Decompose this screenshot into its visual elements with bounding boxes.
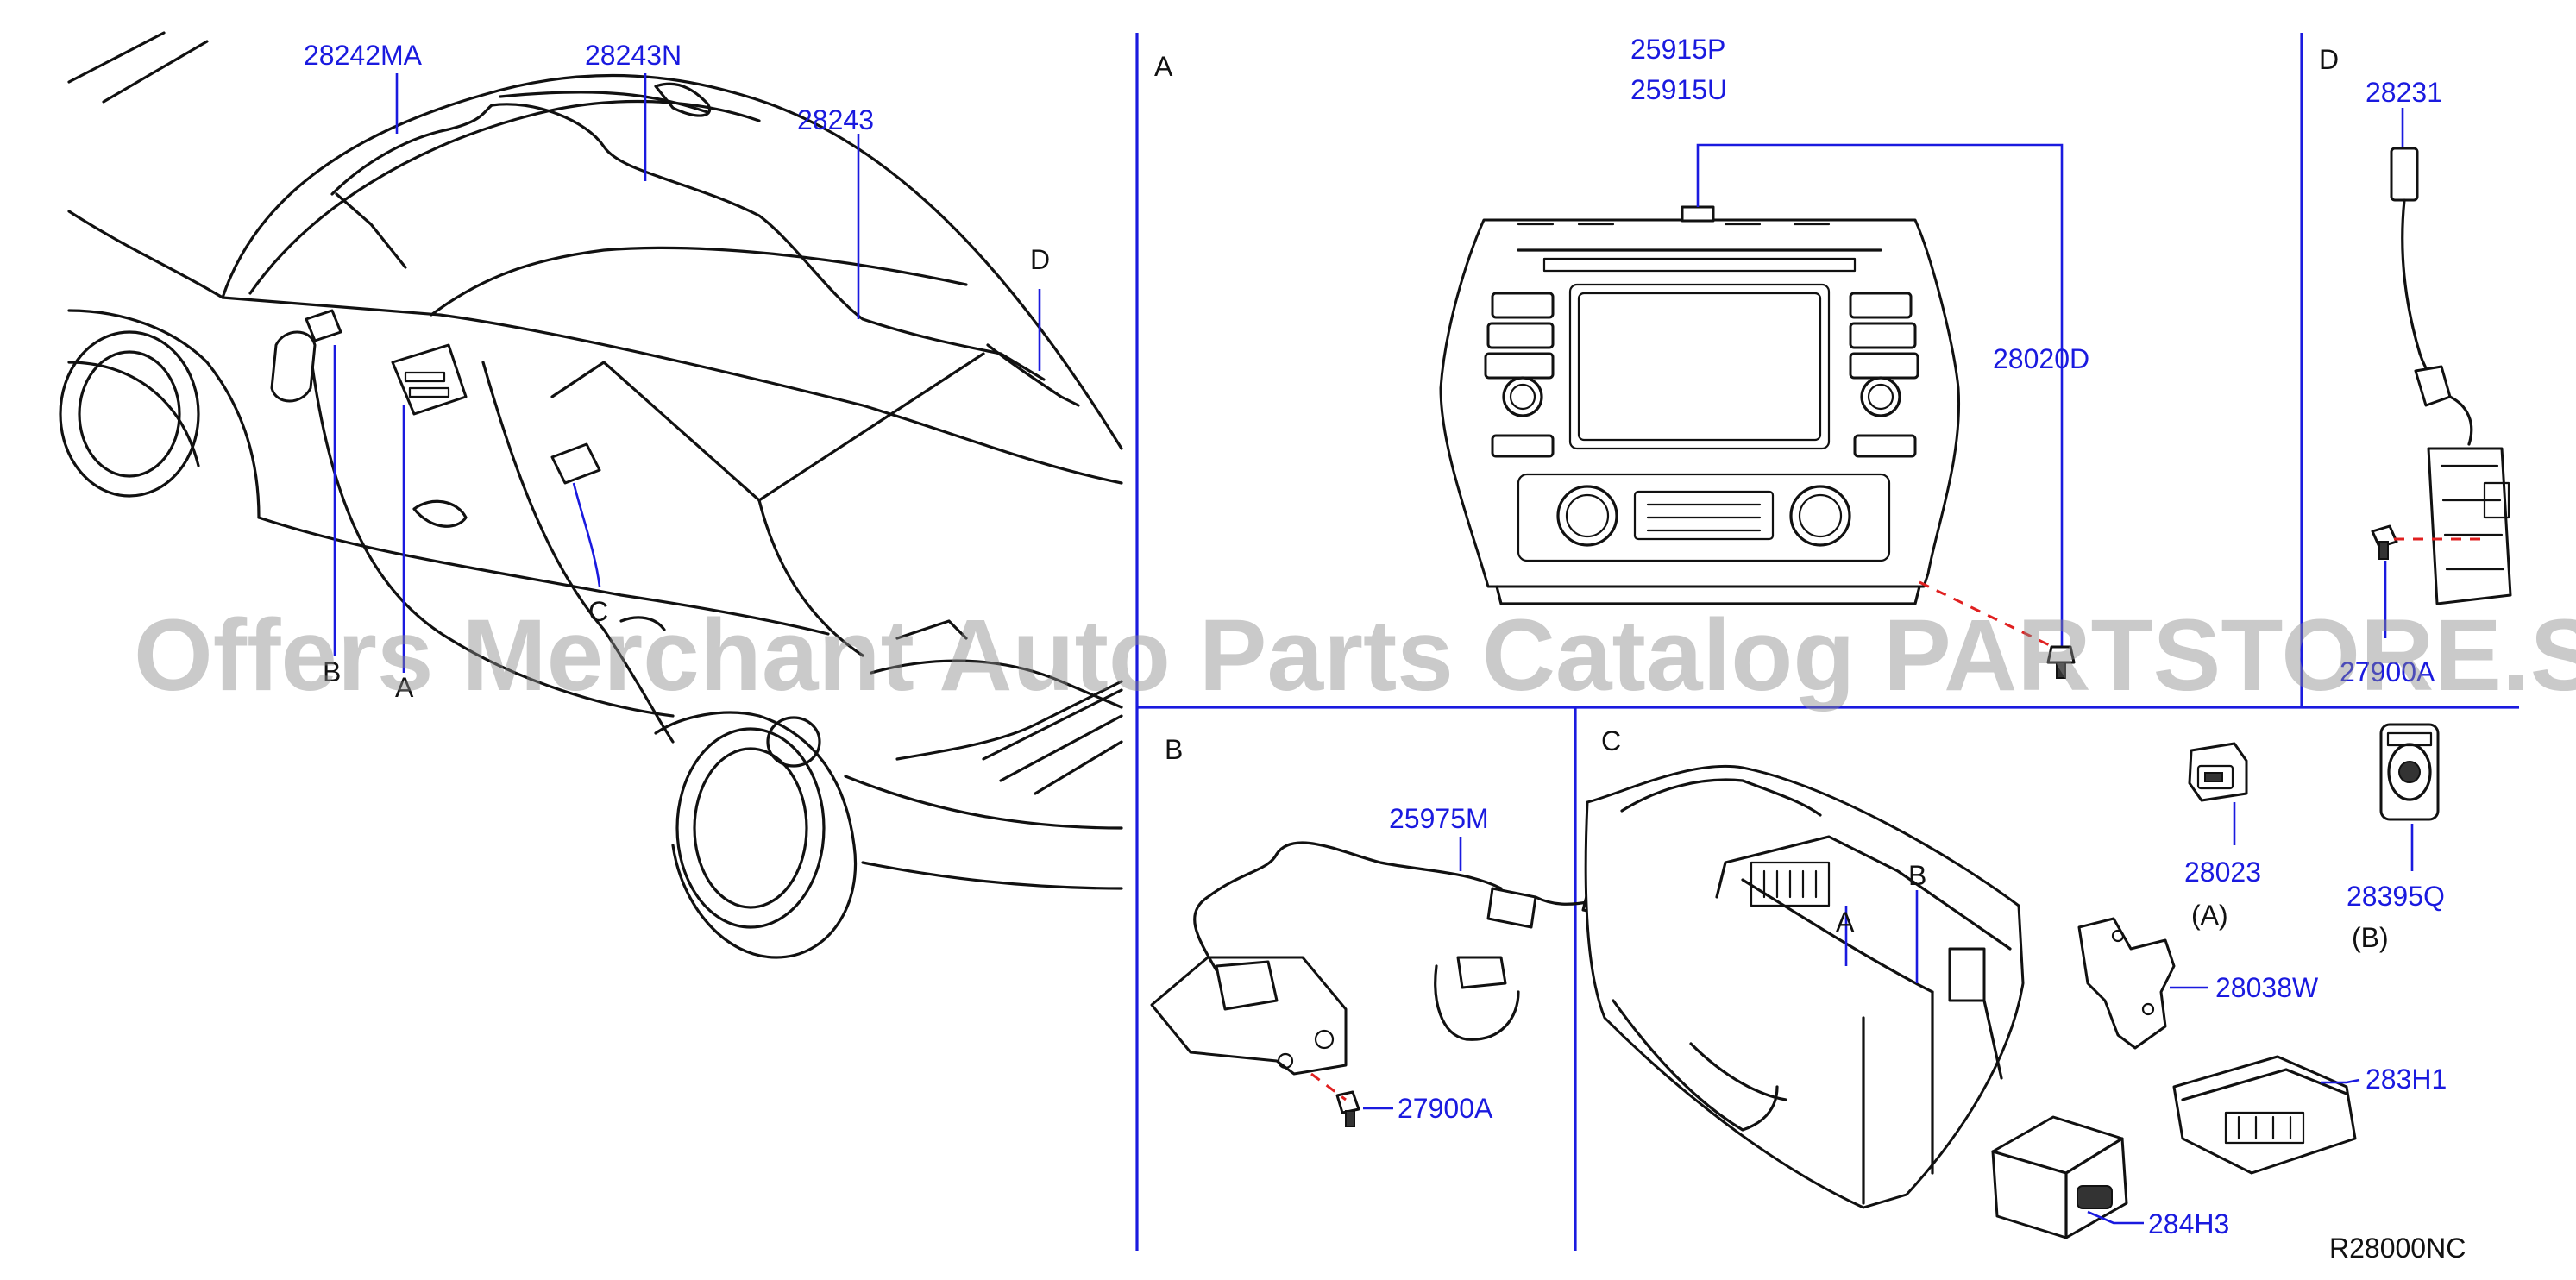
screw-icon <box>2046 645 2076 679</box>
part-label-27900A-d[interactable]: 27900A <box>2340 656 2435 687</box>
section-b-label: B <box>1165 734 1183 765</box>
section-d-label: D <box>2319 44 2339 75</box>
control-module-drawing <box>2172 1055 2357 1175</box>
bracket-drawing <box>2077 917 2176 1050</box>
part-label-28020D[interactable]: 28020D <box>1993 343 2089 374</box>
section-dividers <box>1135 33 2519 1251</box>
section-c-label: C <box>1601 725 1621 756</box>
part-label-28395Q[interactable]: 28395Q <box>2347 881 2445 912</box>
section-a-label: A <box>1154 51 1173 82</box>
console-marker-b: B <box>1908 860 1926 891</box>
part-label-28242MA[interactable]: 28242MA <box>304 40 423 71</box>
part-label-28023[interactable]: 28023 <box>2184 856 2261 888</box>
console-marker-a: A <box>1836 907 1855 938</box>
antenna-amp-drawing <box>1150 841 1611 1127</box>
variant-a-label: (A) <box>2191 900 2228 931</box>
part-label-25915U[interactable]: 25915U <box>1630 74 1727 105</box>
part-label-27900A-b[interactable]: 27900A <box>1398 1093 1493 1124</box>
antenna-module-drawing <box>2371 147 2512 605</box>
part-label-28038W[interactable]: 28038W <box>2215 972 2319 1003</box>
watermark-text: Offers Merchant Auto Parts Catalog PARTS… <box>134 599 2576 712</box>
aux-jack-drawing <box>2379 723 2440 821</box>
car-marker-d: D <box>1030 244 1050 275</box>
part-label-284H3[interactable]: 284H3 <box>2148 1208 2229 1239</box>
part-label-283H1[interactable]: 283H1 <box>2366 1064 2447 1095</box>
car-marker-a: A <box>395 672 414 703</box>
center-console-drawing <box>1584 765 2025 1209</box>
vehicle-illustration <box>59 31 1123 959</box>
part-label-28243[interactable]: 28243 <box>797 104 874 135</box>
part-label-28231[interactable]: 28231 <box>2366 77 2442 108</box>
diagram-code: R28000NC <box>2329 1233 2466 1264</box>
car-marker-b: B <box>323 656 341 687</box>
part-label-28243N[interactable]: 28243N <box>585 40 682 71</box>
variant-b-label: (B) <box>2352 922 2389 953</box>
interface-box-drawing <box>1991 1115 2128 1239</box>
vehicle-callouts <box>333 73 1041 673</box>
part-label-25975M[interactable]: 25975M <box>1389 803 1489 834</box>
car-marker-c: C <box>588 596 608 627</box>
part-label-25915P[interactable]: 25915P <box>1630 34 1725 65</box>
usb-port-drawing <box>2188 742 2248 802</box>
display-unit-drawing <box>1439 205 1961 605</box>
